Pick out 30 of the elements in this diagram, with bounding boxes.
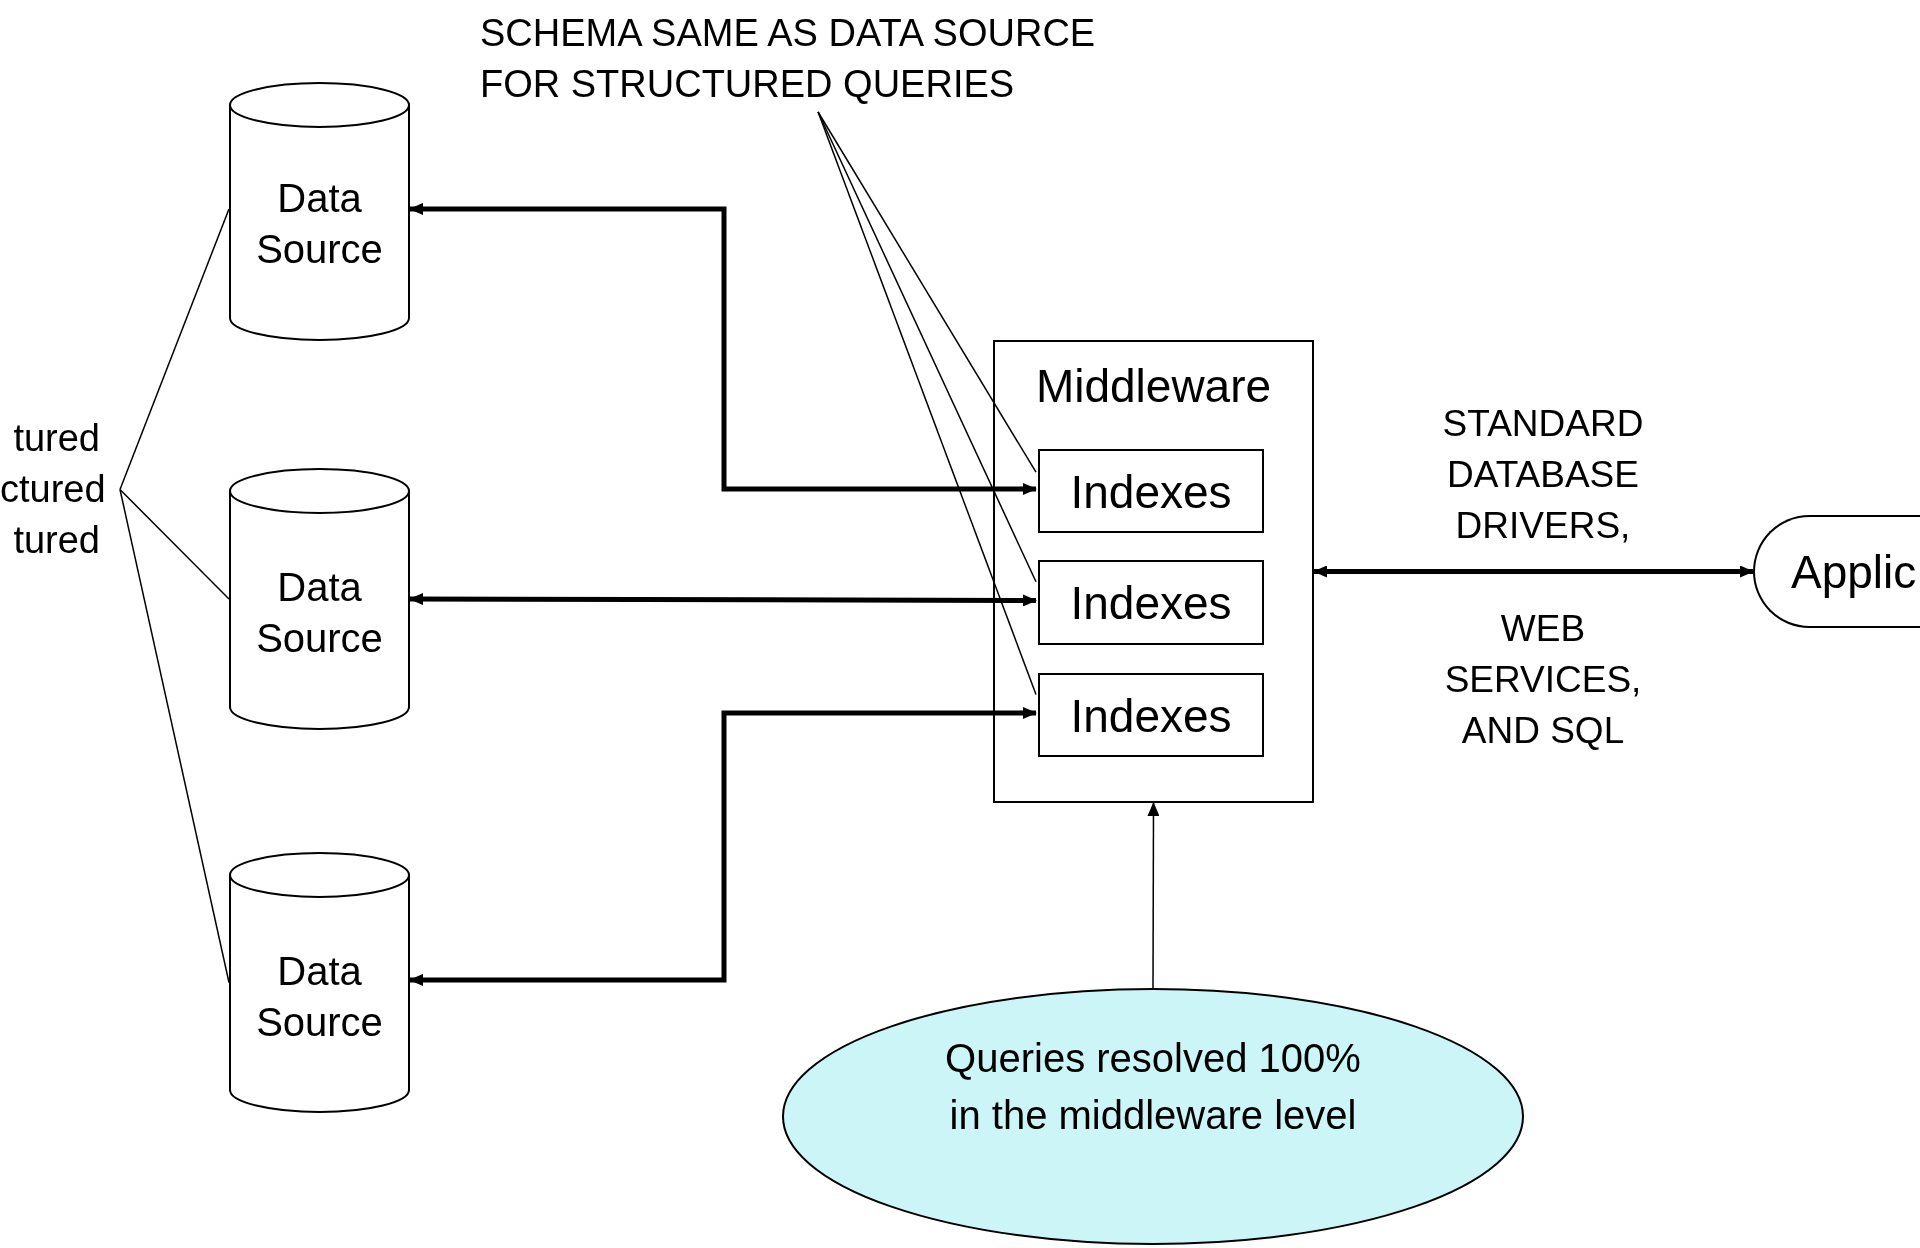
callout-text: tured (13, 417, 100, 459)
callout-text: tured (13, 519, 100, 561)
leader-line (119, 488, 230, 984)
node-label: Indexes (1070, 466, 1232, 518)
arrow (409, 707, 1037, 986)
node-label: Data Source (256, 176, 383, 271)
node-label: Indexes (1070, 577, 1232, 629)
index-box (1038, 449, 1264, 533)
node-label: Applic (1791, 546, 1917, 598)
arrow (409, 202, 1037, 495)
node-label: Indexes (1070, 690, 1232, 742)
leader-line (119, 488, 230, 600)
arrow (1313, 565, 1754, 578)
node-label: Middleware (1035, 360, 1272, 412)
middleware-box (993, 340, 1314, 803)
note-text: Queries resolved 100% in the middleware level (945, 1036, 1361, 1137)
arrow (1147, 802, 1160, 989)
arrow (409, 593, 1037, 607)
node-label: Data Source (256, 565, 383, 660)
node-label: Data Source (256, 949, 383, 1044)
index-box (1038, 560, 1264, 645)
edge-label: STANDARD DATABASE DRIVERS, (1441, 402, 1645, 548)
application-terminal (1753, 515, 1920, 628)
leader-line (817, 111, 1037, 696)
index-box (1038, 673, 1264, 757)
callout-text: SCHEMA SAME AS DATA SOURCE FOR STRUCTURED QUERIES (480, 12, 1096, 105)
leader-line (817, 111, 1037, 583)
leader-line (119, 208, 230, 491)
annotation-text: WEB SERVICES, AND SQL (1443, 607, 1643, 753)
callout-text: ctured (0, 468, 106, 510)
